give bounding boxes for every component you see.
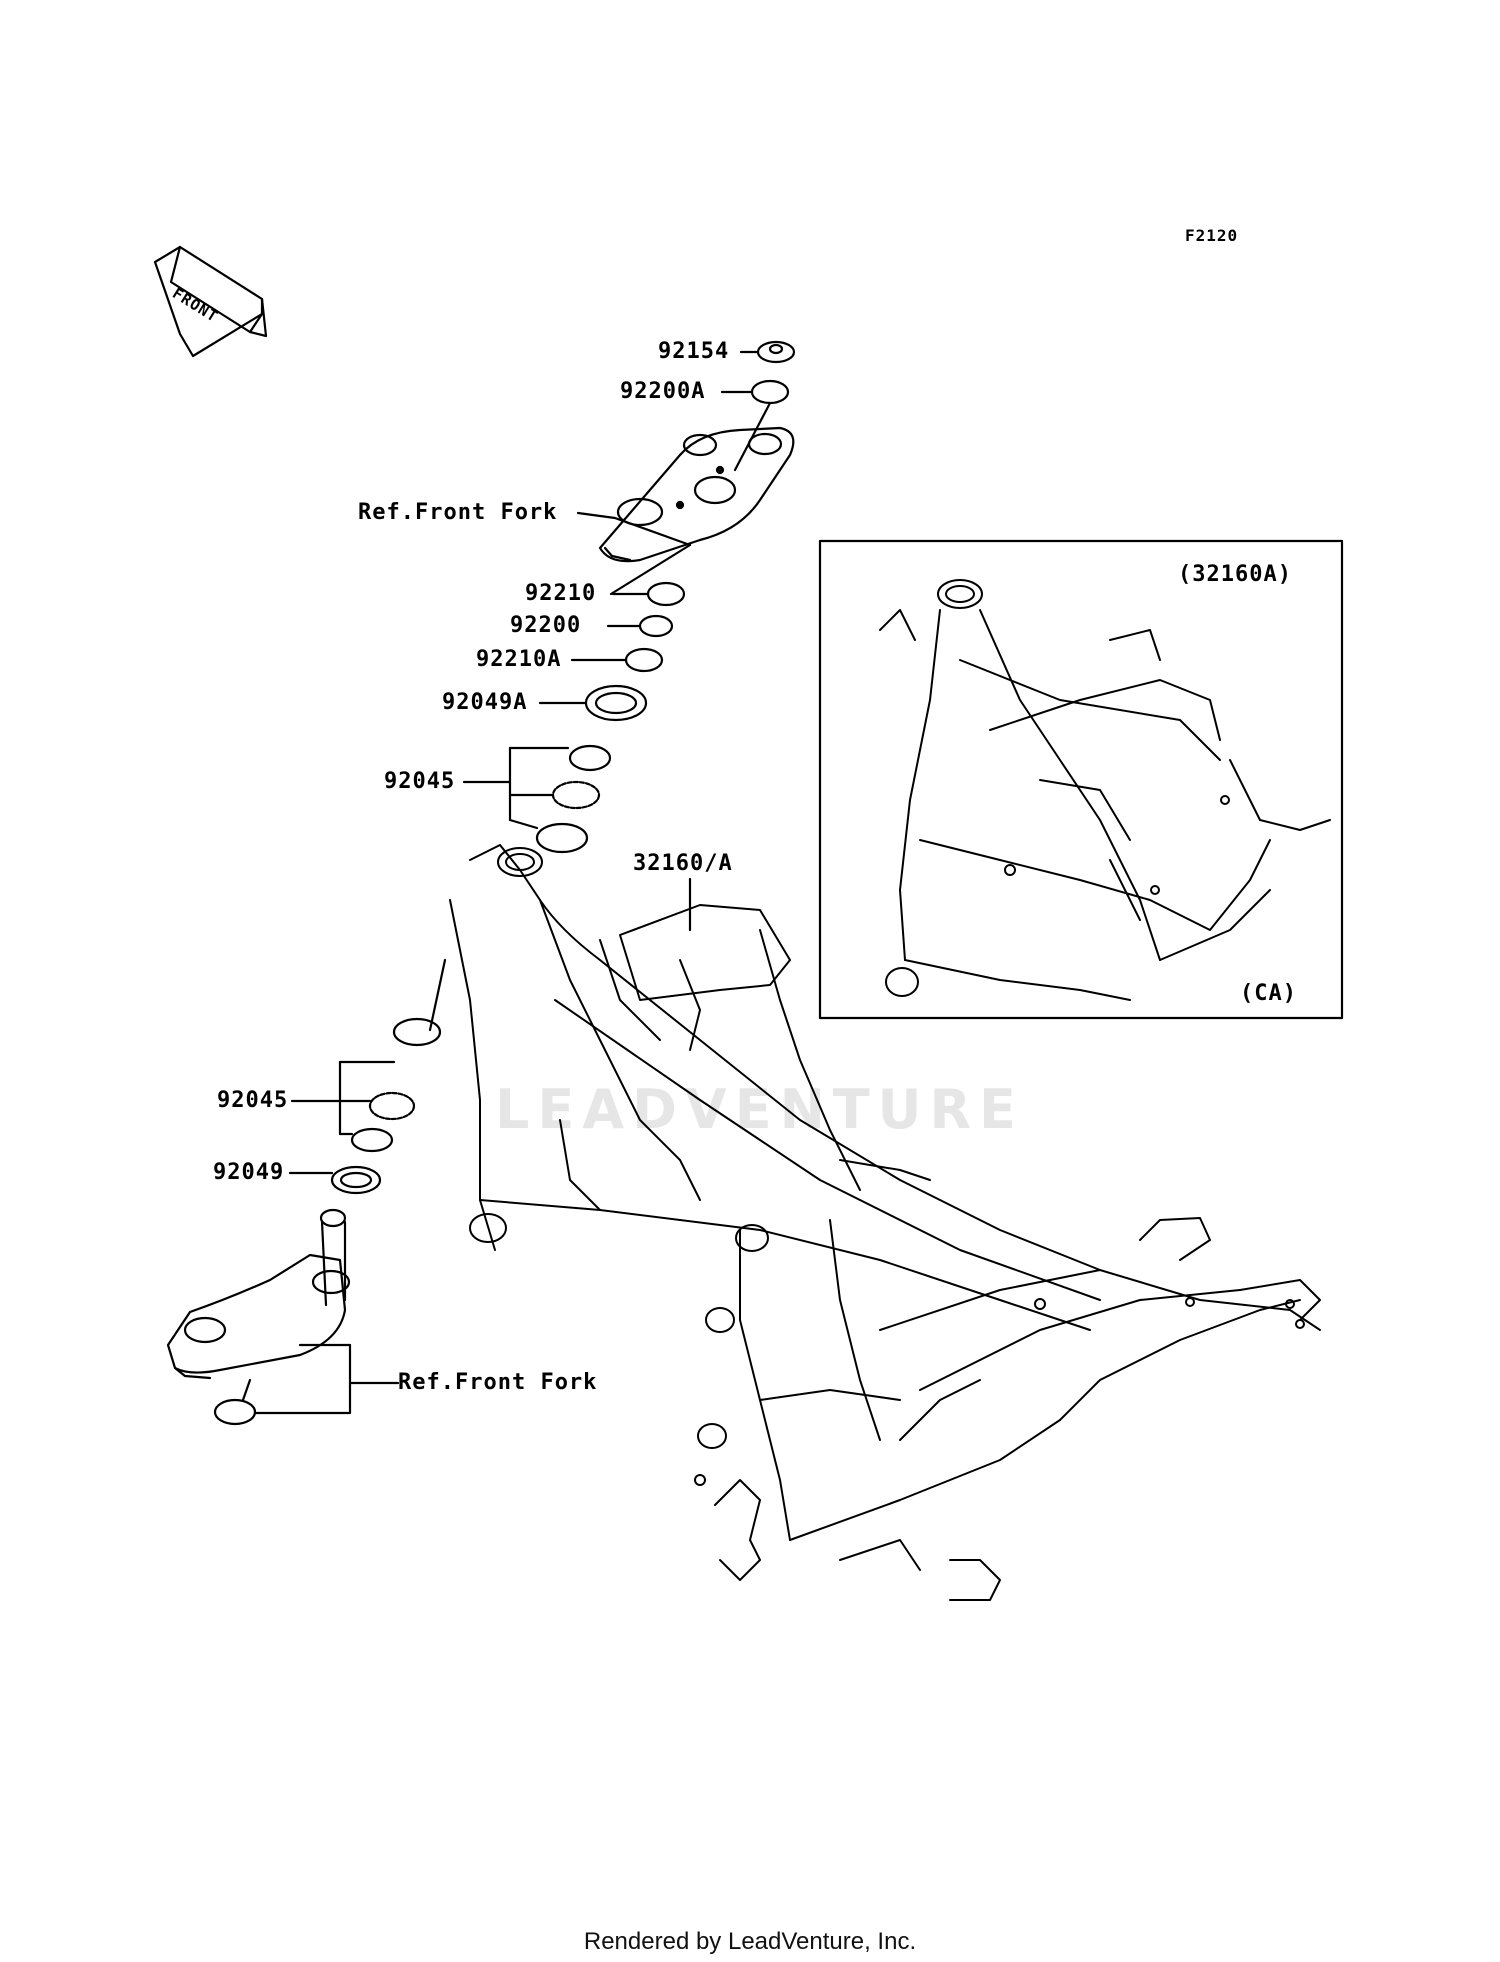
part-92045-race-bottom (535, 822, 589, 854)
part-92200A (750, 379, 790, 405)
inset-bottom-label: (CA) (1240, 981, 1297, 1006)
inset-frame (879, 579, 1331, 1001)
callout-32160A[interactable]: 32160/A (633, 851, 733, 876)
front-arrow-icon (153, 245, 268, 358)
part-stem-nut (213, 1398, 257, 1426)
upper-triple-clamp (598, 426, 795, 563)
watermark: LEADVENTURE (495, 1078, 1024, 1141)
main-frame (449, 844, 1321, 1601)
inset-top-label: (32160A) (1178, 562, 1292, 587)
callout-92210[interactable]: 92210 (525, 581, 597, 606)
part-92045-bearing-top (551, 780, 601, 810)
part-92210 (646, 581, 686, 607)
callout-92049[interactable]: 92049 (213, 1160, 285, 1185)
callout-92154[interactable]: 92154 (658, 339, 730, 364)
ca-inset-box (818, 539, 1344, 1020)
callout-ref-front-fork-bottom[interactable]: Ref.Front Fork (398, 1370, 598, 1395)
callout-92045-lower[interactable]: 92045 (217, 1088, 289, 1113)
callout-92200A[interactable]: 92200A (620, 379, 706, 404)
part-92210A (624, 647, 664, 673)
footer-credit: Rendered by LeadVenture, Inc. (583, 1928, 917, 1955)
callout-92045-upper[interactable]: 92045 (384, 769, 456, 794)
figure-code: F2120 (1185, 226, 1239, 245)
callout-92210A[interactable]: 92210A (476, 647, 562, 672)
lower-steering-stem (166, 1208, 351, 1426)
callout-92200[interactable]: 92200 (510, 613, 582, 638)
callout-92049A[interactable]: 92049A (442, 690, 528, 715)
part-92045-race-lower (350, 1127, 394, 1153)
part-92045-bearing (368, 1091, 416, 1121)
part-92200 (638, 614, 674, 638)
part-92049 (330, 1165, 382, 1195)
part-92045-race-top (568, 744, 612, 772)
part-92045-race-upper (392, 1017, 442, 1047)
callout-ref-front-fork-top[interactable]: Ref.Front Fork (358, 500, 558, 525)
